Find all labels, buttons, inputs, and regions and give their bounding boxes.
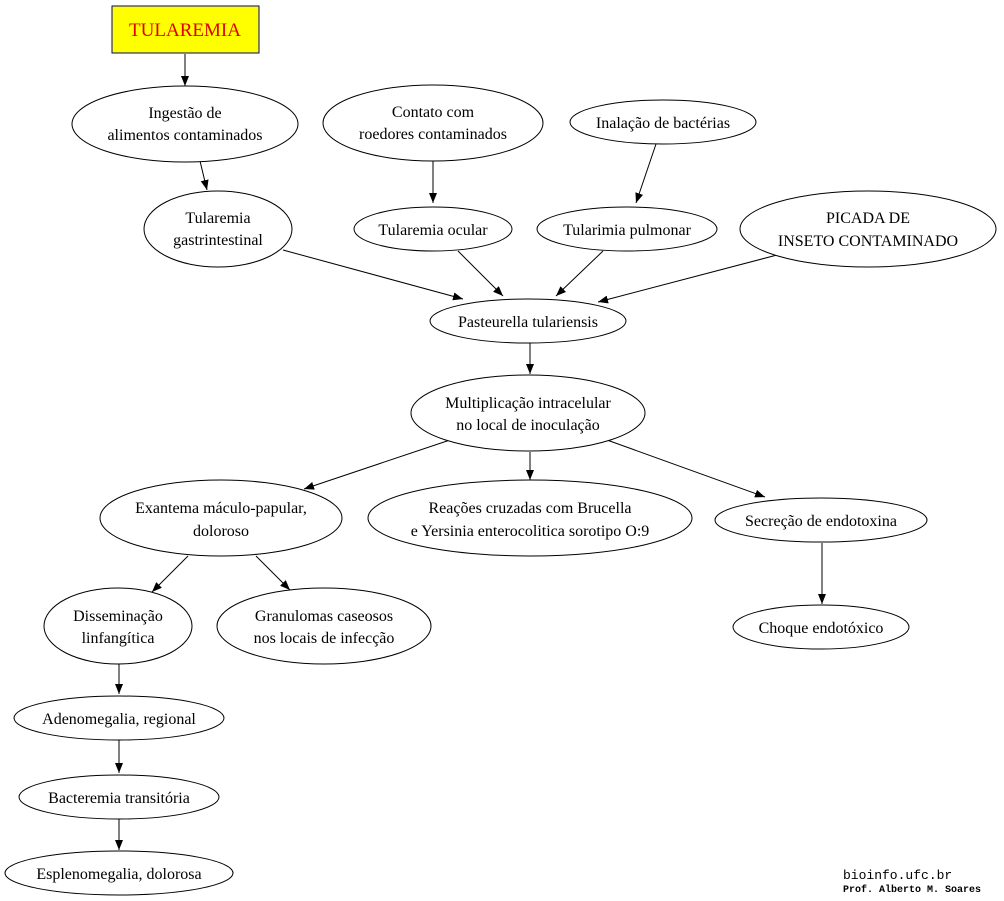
node-label: Exantema máculo-papular, [135,500,307,517]
edge-pulmonar-pasteurella [555,250,604,297]
node-secrecao: Secreção de endotoxina [714,497,928,543]
node-label: alimentos contaminados [107,127,262,144]
edge-inalacao-pulmonar [635,143,657,204]
credit: bioinfo.ufc.br Prof. Alberto M. Soares [843,868,981,896]
node-label: Pasteurella tulariensis [458,314,598,331]
edge-ocular-pasteurella [457,250,504,297]
edge-exantema-disseminacao [151,555,189,593]
node-label: Multiplicação intracelular [445,395,611,412]
node-label: nos locais de infecção [254,630,395,647]
edge-ingestao-gastro [199,160,209,191]
node-label: no local de inoculação [456,417,600,434]
node-ingestao: Ingestão de alimentos contaminados [71,85,299,163]
node-label: Adenomegalia, regional [42,711,196,728]
node-label: Disseminação [73,608,163,625]
node-label: Choque endotóxico [759,620,884,637]
node-label: Granulomas caseosos [255,608,393,625]
node-label: gastrintestinal [173,232,263,249]
node-label: Reações cruzadas com Brucella [428,500,631,517]
node-contato: Contato com roedores contaminados [322,84,544,162]
node-label: roedores contaminados [359,126,507,143]
node-ocular: Tularemia ocular [353,206,513,252]
title-text: TULAREMIA [129,20,241,41]
title-box: TULAREMIA [111,5,260,54]
node-choque: Choque endotóxico [732,604,910,650]
edge-exantema-granulomas [255,555,291,591]
node-adenomegalia: Adenomegalia, regional [13,695,225,741]
node-inalacao: Inalação de bactérias [569,99,757,145]
node-label: Secreção de endotoxina [745,513,897,530]
node-label: Esplenomegalia, dolorosa [36,866,201,883]
node-reacoes: Reações cruzadas com Brucella e Yersinia… [367,479,693,557]
credit-site: bioinfo.ufc.br [843,868,952,883]
node-label: Tularemia ocular [378,222,488,239]
node-label: Contato com [392,104,475,121]
node-label: PICADA DE [826,210,910,227]
edge-picada-pasteurella [597,254,778,304]
node-pasteurella: Pasteurella tulariensis [429,298,627,344]
node-label: doloroso [193,523,249,540]
node-picada: PICADA DE INSETO CONTAMINADO [739,190,997,268]
edges [115,54,826,850]
node-label: Inalação de bactérias [596,115,730,132]
node-label: Tularimia pulmonar [563,222,692,239]
edge-multiplicacao-exantema [303,439,451,490]
edge-gastro-pasteurella [282,249,464,301]
node-label: Bacteremia transitória [48,790,190,807]
node-bacteremia: Bacteremia transitória [18,774,220,820]
node-multiplicacao: Multiplicação intracelular no local de i… [410,374,646,452]
node-granulomas: Granulomas caseosos nos locais de infecç… [216,587,432,665]
node-esplenomegalia: Esplenomegalia, dolorosa [4,850,234,896]
edge-multiplicacao-secrecao [606,439,766,498]
node-pulmonar: Tularimia pulmonar [536,206,718,252]
node-label: INSETO CONTAMINADO [778,233,958,250]
credit-author: Prof. Alberto M. Soares [843,884,981,896]
node-exantema: Exantema máculo-papular, doloroso [99,479,343,557]
node-label: e Yersinia enterocolitica sorotipo O:9 [411,523,650,540]
node-gastro: Tularemia gastrintestinal [143,190,293,268]
node-label: Tularemia [185,210,250,227]
node-label: Ingestão de [148,105,221,122]
node-label: linfangítica [82,630,155,647]
node-disseminacao: Disseminação linfangítica [43,587,193,665]
title-rect [111,5,260,54]
